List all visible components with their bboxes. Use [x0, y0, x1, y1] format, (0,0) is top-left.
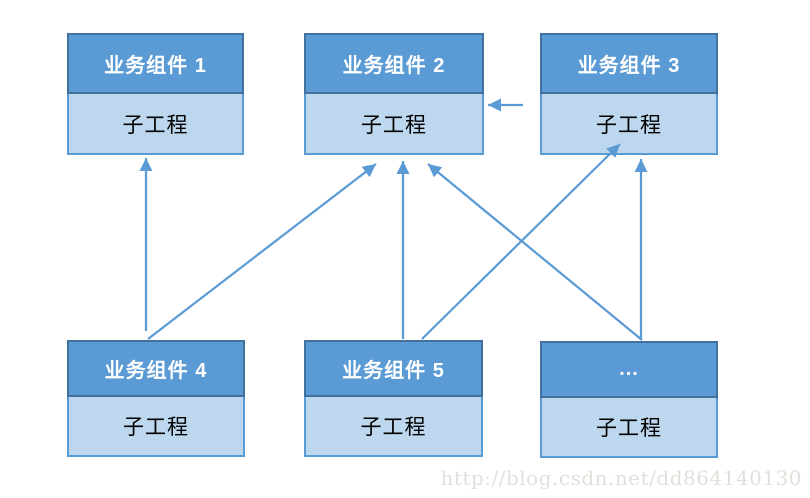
component-box-3: 业务组件 3 子工程: [540, 33, 718, 155]
box-ellipsis-subproject-label: 子工程: [596, 417, 662, 440]
box-1-title: 业务组件 1: [104, 55, 207, 77]
box-4-body: 子工程: [67, 397, 245, 457]
box-ellipsis-body: 子工程: [540, 398, 718, 458]
arrow-box-4-to-box-2: [147, 163, 377, 340]
box-4-subproject-label: 子工程: [123, 416, 189, 439]
arrow-box-5-to-box-3: [421, 143, 621, 340]
box-1-subproject-label: 子工程: [122, 113, 189, 137]
box-2-body: 子工程: [304, 94, 484, 155]
box-4-title: 业务组件 4: [104, 360, 208, 382]
box-5-header: 业务组件 5: [304, 340, 483, 397]
watermark-url: http://blog.csdn.net/dd864140130: [440, 466, 802, 490]
box-2-title: 业务组件 2: [342, 55, 446, 77]
box-1-body: 子工程: [67, 94, 244, 155]
box-5-body: 子工程: [304, 397, 483, 457]
box-5-subproject-label: 子工程: [360, 416, 427, 439]
component-box-2: 业务组件 2 子工程: [304, 33, 484, 155]
box-4-header: 业务组件 4: [67, 340, 245, 397]
box-1-header: 业务组件 1: [67, 33, 244, 94]
box-ellipsis-header: ...: [540, 341, 718, 398]
component-box-5: 业务组件 5 子工程: [304, 340, 483, 457]
component-box-ellipsis: ... 子工程: [540, 341, 718, 458]
box-5-title: 业务组件 5: [342, 360, 445, 382]
box-ellipsis-title: ...: [619, 358, 639, 380]
box-3-title: 业务组件 3: [577, 55, 681, 77]
box-3-header: 业务组件 3: [540, 33, 718, 94]
arrow-box-6-to-box-2: [427, 163, 643, 341]
box-3-body: 子工程: [540, 94, 718, 155]
component-box-4: 业务组件 4 子工程: [67, 340, 245, 457]
box-3-subproject-label: 子工程: [596, 113, 662, 137]
component-box-1: 业务组件 1 子工程: [67, 33, 244, 155]
box-2-header: 业务组件 2: [304, 33, 484, 94]
box-2-subproject-label: 子工程: [361, 113, 427, 137]
